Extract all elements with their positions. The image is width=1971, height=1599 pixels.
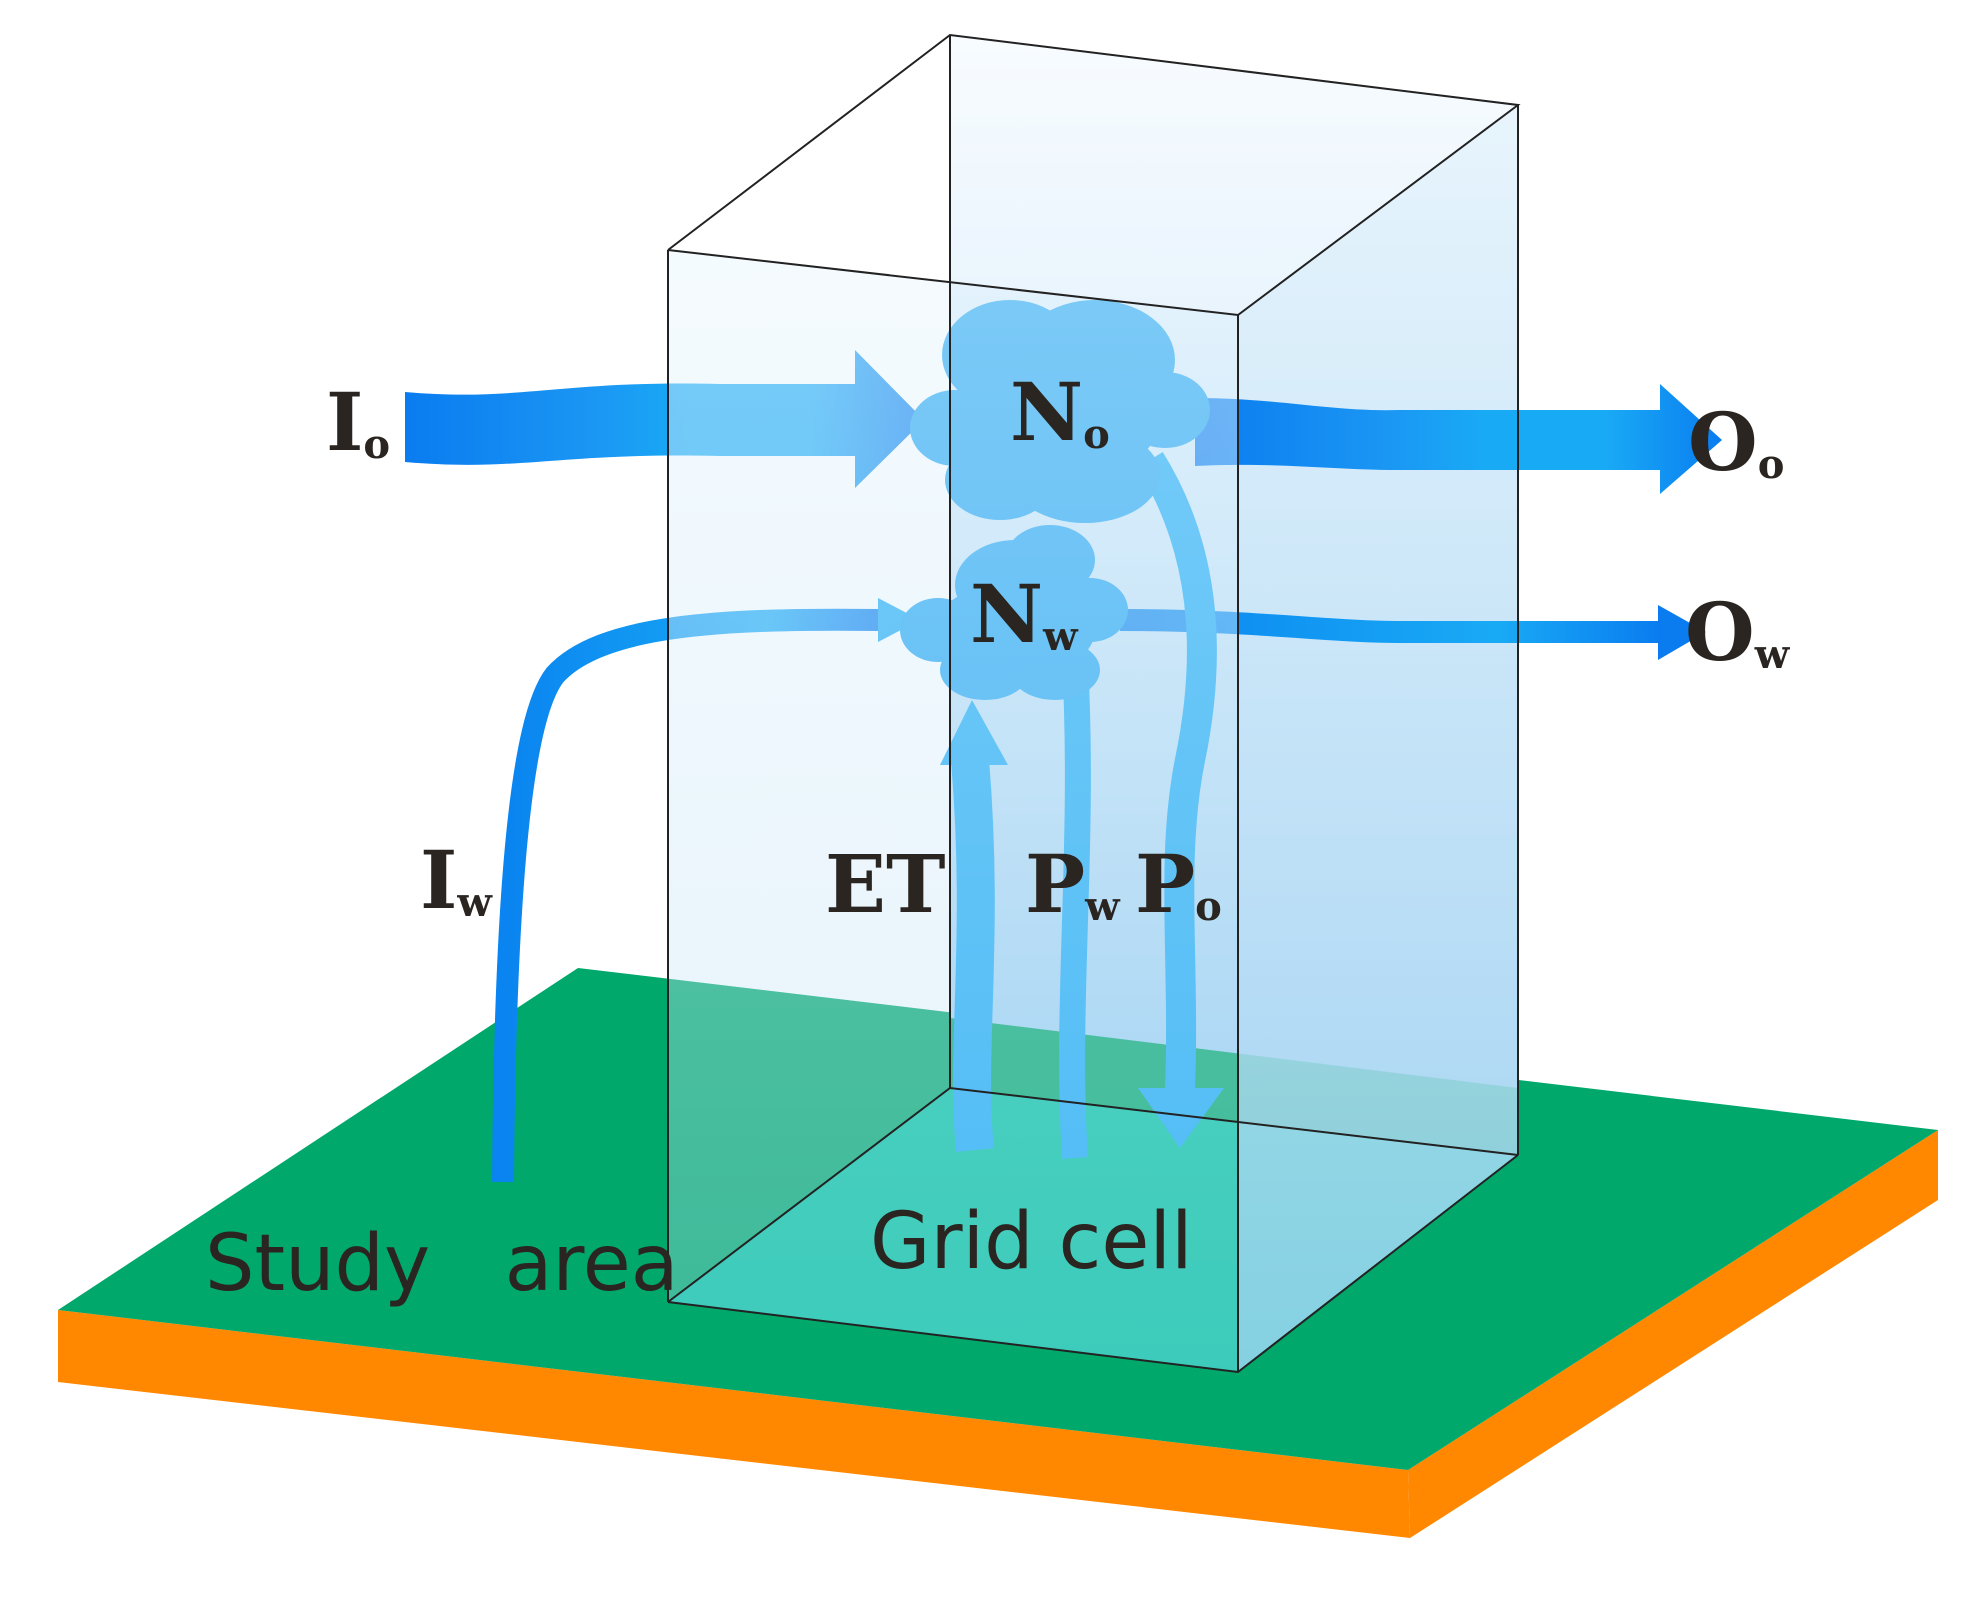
grid-cell-top-face [668, 35, 1518, 315]
slab-front-side [58, 1310, 1410, 1538]
grid-cell-right-face [1238, 105, 1518, 1372]
label-inflow-ocean: Io [326, 375, 390, 469]
label-node-ocean: No [1010, 365, 1110, 459]
ocean-outflow-band [1195, 384, 1722, 494]
label-study-area: Study area [205, 1219, 679, 1309]
label-grid-cell: Grid cell [870, 1197, 1193, 1287]
slab-right-side [1408, 1130, 1938, 1538]
label-precip-water: Pw [1025, 837, 1121, 931]
label-inflow-water: Iw [420, 833, 493, 927]
grid-cell-edges [667, 33, 1521, 1374]
label-precip-ocean: Po [1135, 837, 1222, 931]
water-outflow-arrowhead [1658, 605, 1706, 660]
label-node-water: Nw [970, 567, 1079, 661]
label-outflow-ocean: Oo [1688, 395, 1784, 489]
grid-cell-front [667, 33, 1521, 1374]
grid-cell-front-face [668, 250, 1238, 1372]
label-outflow-water: Ow [1685, 585, 1791, 679]
label-evapotranspiration: ET [825, 837, 946, 931]
